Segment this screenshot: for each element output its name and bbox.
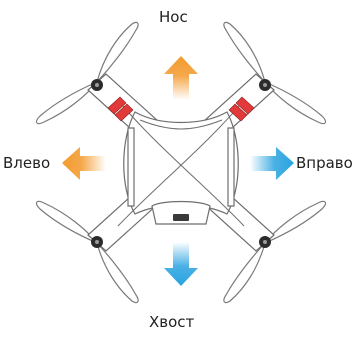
label-left: Влево [3, 154, 51, 172]
camera-slot [173, 214, 189, 221]
front-arm-stripes [107, 96, 255, 122]
label-right: Вправо [296, 154, 353, 172]
motors [91, 79, 271, 248]
propellers [35, 21, 327, 304]
gimbal [151, 200, 211, 225]
arrow-forward [164, 56, 198, 100]
arrow-right [250, 147, 294, 180]
arrow-left [62, 147, 106, 180]
propeller-top-left [35, 21, 139, 125]
propeller-bottom-right [223, 200, 327, 304]
central-shell [123, 111, 239, 215]
arrow-backward [164, 242, 198, 286]
landing-gear-right [227, 127, 235, 207]
label-tail: Хвост [149, 313, 195, 331]
label-nose: Нос [159, 8, 188, 26]
landing-gear-left [127, 127, 135, 207]
body-lines [117, 99, 245, 227]
propeller-top-right [223, 21, 327, 125]
propeller-bottom-left [35, 200, 139, 304]
